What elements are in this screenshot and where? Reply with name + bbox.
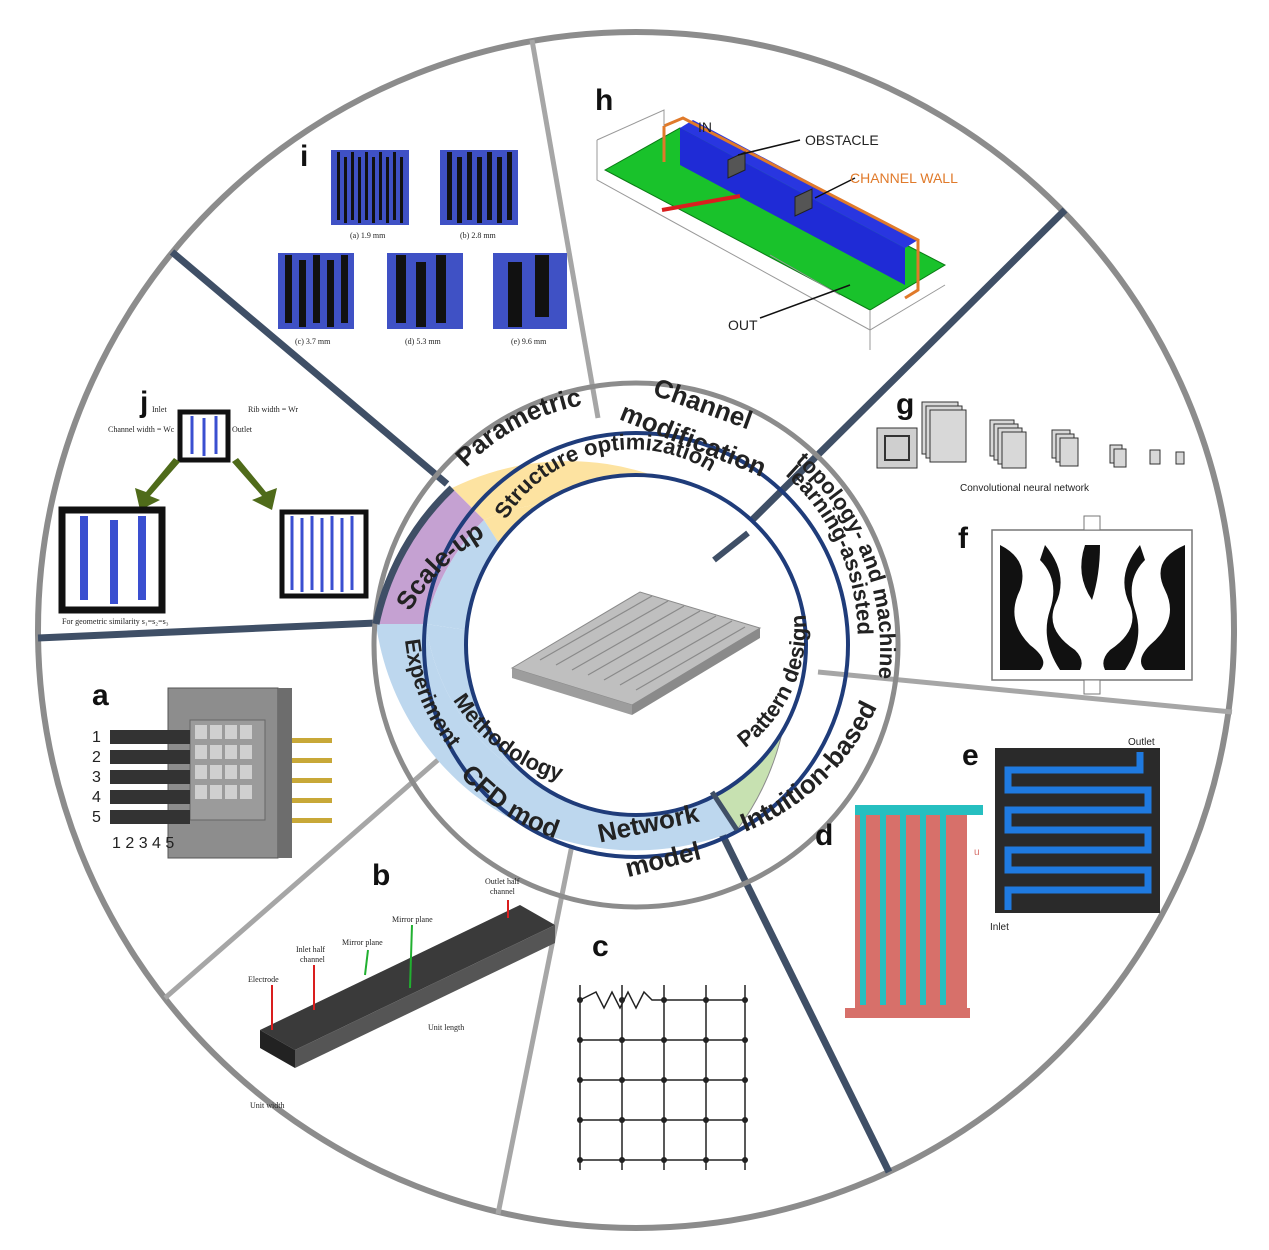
radial-dividers xyxy=(37,39,1233,1215)
caption-i-c: (c) 3.7 mm xyxy=(295,337,331,346)
label-h-obstacle: OBSTACLE xyxy=(805,132,879,148)
label-b-electrode: Electrode xyxy=(248,975,279,984)
panel-a: a 1 2 3 4 5 1 2 3 4 5 xyxy=(92,679,332,859)
panel-c: c xyxy=(577,930,748,1170)
caption-i-e: (e) 9.6 mm xyxy=(511,337,547,346)
label-j-outlet: Outlet xyxy=(232,425,253,434)
label-j-inlet: Inlet xyxy=(152,405,167,414)
panel-letter-f: f xyxy=(958,522,969,555)
panel-i: i (a) 1.9 mm (b) 2.8 mm (c) 3.7 mm (d) 5… xyxy=(278,140,567,346)
label-j-channel: Channel width = Wc xyxy=(108,425,175,434)
flow-field-plate-icon xyxy=(510,591,762,715)
label-b-inlet2: channel xyxy=(300,955,326,964)
panel-j: j Inlet Outlet Rib width = Wr Channel wi… xyxy=(58,386,369,626)
row-label-3: 3 xyxy=(92,769,101,786)
panel-letter-a: a xyxy=(92,679,109,712)
label-e-outlet: Outlet xyxy=(1128,737,1155,748)
row-label-5: 5 xyxy=(92,809,101,826)
label-b-mirror2: Mirror plane xyxy=(392,915,433,924)
label-h-in: IN xyxy=(698,119,712,135)
panel-letter-b: b xyxy=(372,859,390,892)
label-j-footer: For geometric similarity s₁=s₂=s₃ xyxy=(62,617,169,626)
panel-letter-c: c xyxy=(592,930,609,963)
label-e-inlet: Inlet xyxy=(990,922,1009,933)
panel-letter-g: g xyxy=(896,388,914,421)
row-label-1: 1 xyxy=(92,729,101,746)
panel-g: g Convolutional neural network xyxy=(876,388,1185,494)
label-j-rib: Rib width = Wr xyxy=(248,405,298,414)
label-b-outlet2: channel xyxy=(490,887,516,896)
panel-h: h IN OBSTACLE CHANNEL WALL OUT xyxy=(595,84,958,350)
label-h-out: OUT xyxy=(728,317,758,333)
panel-f: f xyxy=(958,515,1193,695)
row-label-4: 4 xyxy=(92,789,101,806)
caption-i-d: (d) 5.3 mm xyxy=(405,337,442,346)
caption-i-a: (a) 1.9 mm xyxy=(350,231,386,240)
row-label-2: 2 xyxy=(92,749,101,766)
caption-i-b: (b) 2.8 mm xyxy=(460,231,497,240)
panel-letter-d: d xyxy=(815,819,833,852)
panel-d: d u xyxy=(815,805,983,1018)
panel-e: e Outlet Inlet xyxy=(962,737,1160,933)
panel-letter-j: j xyxy=(139,386,148,419)
label-h-channel-wall: CHANNEL WALL xyxy=(850,170,958,186)
col-labels: 1 2 3 4 5 xyxy=(112,835,174,852)
panel-letter-i: i xyxy=(300,140,308,173)
label-b-unit-length: Unit length xyxy=(428,1023,464,1032)
panel-letter-h: h xyxy=(595,84,613,117)
panel-letter-e: e xyxy=(962,739,979,772)
label-b-outlet: Outlet half xyxy=(485,877,520,886)
label-b-mirror1: Mirror plane xyxy=(342,938,383,947)
label-b-inlet: Inlet half xyxy=(296,945,325,954)
label-b-unit-width: Unit width xyxy=(250,1101,284,1110)
label-d-u: u xyxy=(974,847,980,858)
caption-g: Convolutional neural network xyxy=(960,483,1090,494)
panel-b: b Electrode Inlet half channel Mirror pl… xyxy=(248,859,555,1110)
